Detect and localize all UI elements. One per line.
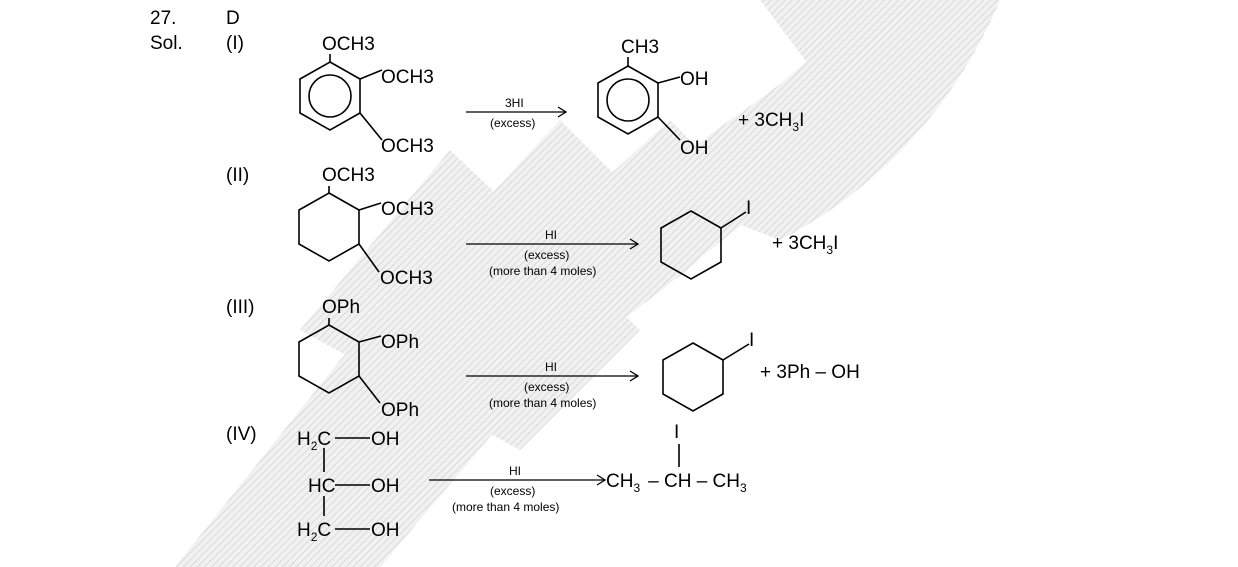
reaction-label: (II) — [226, 165, 249, 186]
condition-label: (excess) — [524, 380, 569, 394]
reagent-label: HI — [545, 360, 557, 374]
reaction-3: (III) OPh OPh OPh HI (excess) (more than… — [226, 297, 860, 421]
glycerol-bonds — [323, 437, 370, 530]
reaction-1: (I) OCH3 OCH3 OCH3 3HI (excess) CH3 OH O… — [226, 33, 804, 159]
byproduct-label: + 3CH3I — [772, 233, 838, 257]
substituent-label: OCH3 — [380, 268, 433, 289]
reagent-label: HI — [509, 464, 521, 478]
reaction-arrow — [466, 238, 640, 250]
substituent-label: OH — [680, 138, 709, 159]
substituent-label: I — [749, 330, 754, 351]
substituent-label: OPh — [381, 332, 419, 353]
benzene-ring-reactant — [299, 54, 383, 141]
reaction-label: (III) — [226, 297, 255, 318]
byproduct-label: + 3Ph – OH — [760, 362, 860, 383]
condition-label: (more than 4 moles) — [452, 500, 559, 514]
glycerol-carbon-label: H2C — [297, 429, 331, 453]
substituent-label: CH3 — [621, 37, 659, 58]
condition-label: (more than 4 moles) — [489, 396, 596, 410]
substituent-label: OCH3 — [381, 136, 434, 157]
reaction-arrow — [429, 474, 607, 486]
cyclohexane-ring-reactant — [298, 186, 382, 273]
glycerol-carbon-label: H2C — [297, 520, 331, 544]
condition-label: (excess) — [490, 116, 535, 130]
substituent-label: OCH3 — [381, 199, 434, 220]
hydroxyl-label: OH — [371, 429, 400, 450]
iodo-substituent-label: I — [674, 422, 679, 443]
reagent-label: 3HI — [505, 96, 524, 110]
condition-label: (excess) — [524, 248, 569, 262]
benzene-ring-product — [597, 57, 681, 141]
reaction-label: (IV) — [226, 424, 257, 445]
substituent-label: OPh — [381, 400, 419, 421]
substituent-label: OH — [680, 69, 709, 90]
reaction-label: (I) — [226, 33, 244, 54]
reaction-4: (IV) H2C HC H2C OH OH OH HI (excess) (mo… — [226, 422, 747, 544]
answer-letter: D — [226, 8, 240, 29]
reaction-arrow — [466, 370, 640, 382]
substituent-label: OCH3 — [322, 34, 375, 55]
isopropyl-iodide-label: CH3– CH – CH3 — [606, 471, 747, 495]
substituent-label: I — [746, 198, 751, 219]
substituent-label: OPh — [322, 297, 360, 318]
condition-label: (more than 4 moles) — [489, 264, 596, 278]
reaction-2: (II) OCH3 OCH3 OCH3 HI (excess) (more th… — [226, 165, 838, 289]
question-number: 27. — [150, 8, 176, 29]
cyclohexane-ring-product — [662, 342, 750, 412]
substituent-label: OCH3 — [322, 165, 375, 186]
hydroxyl-label: OH — [371, 476, 400, 497]
solution-label: Sol. — [150, 33, 183, 54]
glycerol-carbon-label: HC — [308, 476, 335, 497]
hydroxyl-label: OH — [371, 520, 400, 541]
reagent-label: HI — [545, 228, 557, 242]
cyclohexane-ring-product — [660, 210, 747, 280]
cyclohexane-ring-reactant — [298, 318, 382, 404]
condition-label: (excess) — [490, 484, 535, 498]
byproduct-label: + 3CH3I — [738, 110, 804, 134]
reaction-arrow — [466, 106, 568, 118]
substituent-label: OCH3 — [381, 67, 434, 88]
